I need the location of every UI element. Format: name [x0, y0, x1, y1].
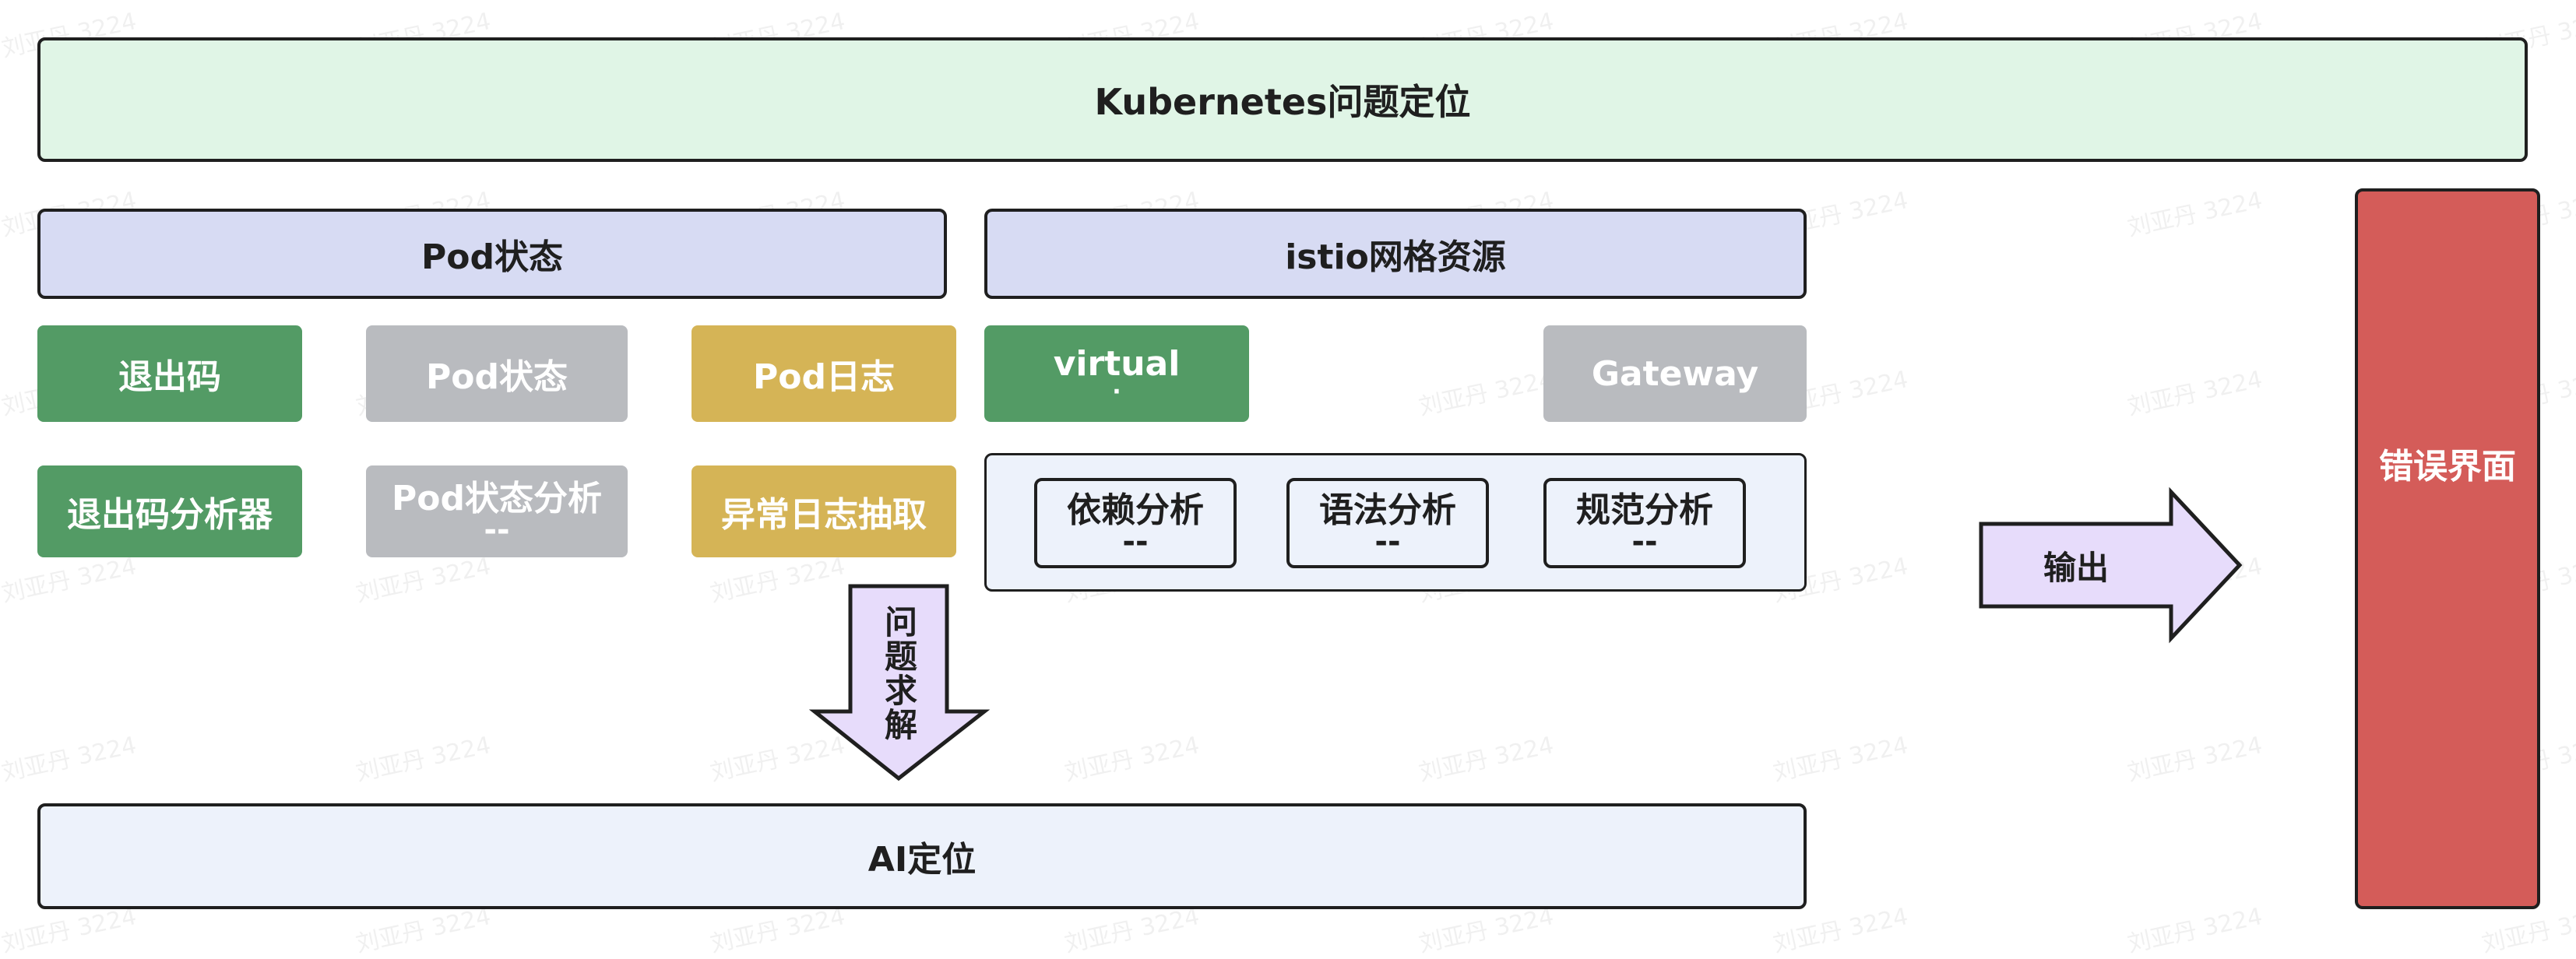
virtual-box: virtual ·	[984, 325, 1249, 422]
syntax-analysis-box: 语法分析 --	[1286, 478, 1489, 568]
output-arrow-label: 输出	[1981, 524, 2171, 606]
watermark-text: 刘亚丹 3224	[1416, 366, 1557, 421]
solve-arrow	[808, 584, 991, 782]
dependency-analysis-suffix: --	[1122, 524, 1149, 560]
spec-analysis-box: 规范分析 --	[1543, 478, 1746, 568]
istio-section-header: istio网格资源	[984, 209, 1807, 299]
spec-analysis-label: 规范分析	[1576, 490, 1713, 530]
watermark-text: 刘亚丹 3224	[0, 732, 139, 787]
pod-section-title: Pod状态	[421, 237, 563, 277]
solve-arrow-text: 问题求解	[879, 605, 918, 742]
pod-status-label: Pod状态	[426, 357, 568, 397]
dependency-analysis-label: 依赖分析	[1067, 490, 1204, 530]
ai-localization-box: AI定位	[37, 803, 1807, 909]
exit-code-label: 退出码	[118, 357, 221, 397]
log-extraction-box: 异常日志抽取	[692, 465, 956, 557]
dependency-analysis-box: 依赖分析 --	[1034, 478, 1237, 568]
output-arrow-text: 输出	[2043, 548, 2109, 587]
page-title: Kubernetes问题定位	[1094, 81, 1471, 123]
ai-localization-label: AI定位	[867, 840, 977, 880]
pod-status-analysis-box: Pod状态分析 --	[366, 465, 628, 557]
pod-status-box: Pod状态	[366, 325, 628, 422]
watermark-text: 刘亚丹 3224	[2125, 903, 2265, 958]
pod-status-analysis-label: Pod状态分析	[392, 478, 602, 518]
istio-section-title: istio网格资源	[1285, 237, 1506, 277]
spec-analysis-suffix: --	[1631, 524, 1658, 560]
pod-log-label: Pod日志	[753, 357, 895, 397]
watermark-text: 刘亚丹 3224	[2125, 732, 2265, 787]
virtual-label: virtual	[1053, 343, 1181, 384]
exit-code-analyzer-box: 退出码分析器	[37, 465, 302, 557]
watermark-text: 刘亚丹 3224	[1416, 732, 1557, 787]
pod-log-box: Pod日志	[692, 325, 956, 422]
watermark-text: 刘亚丹 3224	[354, 732, 494, 787]
watermark-text: 刘亚丹 3224	[1771, 732, 1911, 787]
gateway-box: Gateway	[1543, 325, 1807, 422]
exit-code-box: 退出码	[37, 325, 302, 422]
page-title-banner: Kubernetes问题定位	[37, 37, 2528, 162]
watermark-text: 刘亚丹 3224	[2125, 187, 2265, 242]
error-interface-box: 错误界面	[2355, 188, 2540, 909]
pod-status-analysis-suffix: --	[484, 512, 510, 549]
watermark-text: 刘亚丹 3224	[1062, 732, 1202, 787]
output-arrow	[1979, 487, 2243, 644]
exit-code-analyzer-label: 退出码分析器	[67, 495, 273, 535]
syntax-analysis-suffix: --	[1374, 524, 1401, 560]
pod-section-header: Pod状态	[37, 209, 947, 299]
syntax-analysis-label: 语法分析	[1319, 490, 1456, 530]
virtual-suffix: ·	[1112, 378, 1121, 406]
solve-arrow-label: 问题求解	[850, 592, 947, 755]
watermark-text: 刘亚丹 3224	[2125, 366, 2265, 421]
log-extraction-label: 异常日志抽取	[721, 495, 927, 535]
gateway-label: Gateway	[1591, 353, 1759, 394]
error-interface-label: 错误界面	[2379, 447, 2516, 487]
